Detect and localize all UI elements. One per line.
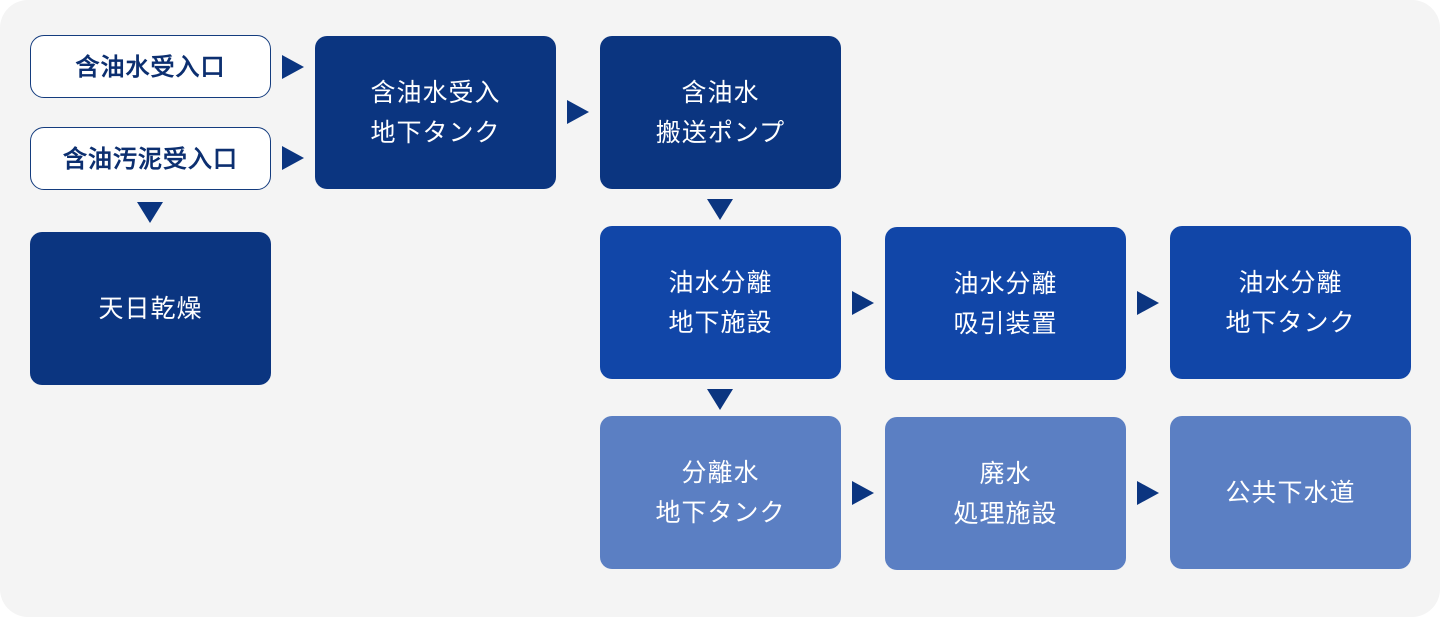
separated-water-tank-box: 分離水 地下タンク — [600, 416, 841, 569]
separation-facility-box: 油水分離 地下施設 — [600, 226, 841, 379]
wastewater-facility-label-line2: 処理施設 — [953, 498, 1058, 528]
public-sewer-label: 公共下水道 — [1225, 477, 1356, 507]
separation-facility-label-line1: 油水分離 — [668, 267, 773, 297]
transfer-pump-box: 含油水 搬送ポンプ — [600, 36, 841, 189]
separation-tank-box: 油水分離 地下タンク — [1170, 226, 1411, 379]
oily-water-inlet-label: 含油水受入口 — [75, 52, 226, 81]
separation-tank-label-line2: 地下タンク — [1225, 307, 1356, 337]
sun-drying-box: 天日乾燥 — [30, 232, 271, 385]
oily-sludge-inlet-box: 含油汚泥受入口 — [30, 127, 271, 190]
receiving-tank-label-line2: 地下タンク — [370, 117, 501, 147]
separation-tank-label-line1: 油水分離 — [1238, 267, 1343, 297]
arrow-right-icon — [282, 55, 304, 79]
sun-drying-label: 天日乾燥 — [98, 293, 203, 323]
arrow-down-icon — [137, 202, 163, 223]
arrow-right-icon — [282, 146, 304, 170]
separated-water-tank-label-line2: 地下タンク — [655, 497, 786, 527]
suction-device-label-line1: 油水分離 — [953, 268, 1058, 298]
transfer-pump-label-line1: 含油水 — [681, 77, 760, 107]
arrow-down-icon — [707, 389, 733, 410]
separation-facility-label-line2: 地下施設 — [668, 307, 773, 337]
wastewater-facility-box: 廃水 処理施設 — [885, 417, 1126, 570]
transfer-pump-label-line2: 搬送ポンプ — [655, 117, 786, 147]
arrow-down-icon — [707, 199, 733, 220]
arrow-right-icon — [852, 481, 874, 505]
separated-water-tank-label-line1: 分離水 — [681, 457, 760, 487]
arrow-right-icon — [852, 291, 874, 315]
arrow-right-icon — [567, 100, 589, 124]
suction-device-label-line2: 吸引装置 — [953, 308, 1058, 338]
arrow-right-icon — [1137, 481, 1159, 505]
receiving-tank-label-line1: 含油水受入 — [370, 77, 501, 107]
public-sewer-box: 公共下水道 — [1170, 416, 1411, 569]
oily-sludge-inlet-label: 含油汚泥受入口 — [63, 144, 238, 173]
wastewater-facility-label-line1: 廃水 — [979, 458, 1032, 488]
suction-device-box: 油水分離 吸引装置 — [885, 227, 1126, 380]
oily-water-inlet-box: 含油水受入口 — [30, 35, 271, 98]
receiving-tank-box: 含油水受入 地下タンク — [315, 36, 556, 189]
arrow-right-icon — [1137, 291, 1159, 315]
